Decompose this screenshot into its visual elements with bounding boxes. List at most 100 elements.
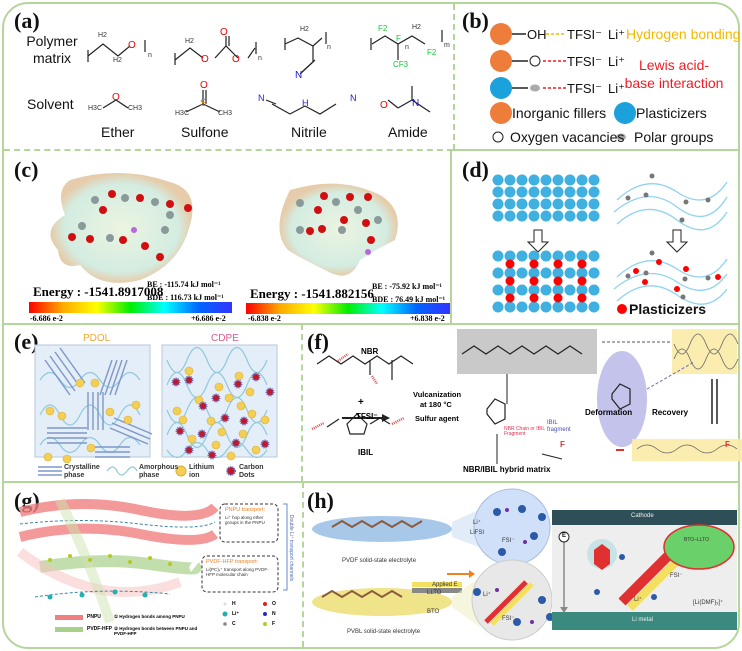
- energy-label: Energy : -1541.8917008: [33, 284, 164, 299]
- divider: [301, 324, 303, 482]
- electric-field-label: E: [562, 533, 567, 539]
- filler-particle: [504, 174, 516, 186]
- filler-particle: [516, 210, 528, 222]
- plasticizer-particle: [505, 293, 515, 303]
- plasticizer-legend-icon: [617, 304, 627, 314]
- cdpe-title: CDPE: [211, 333, 239, 344]
- legend-icons: [38, 465, 236, 477]
- atom: O: [220, 27, 228, 38]
- pvdf-transport-text: Li(PC)ₓ⁺ transport along PVDF-HFP molecu…: [206, 567, 269, 577]
- inorganic-filler-icon: [490, 50, 512, 72]
- force-label-right: F: [725, 440, 730, 449]
- scale-max-label: +6.838 e-2: [410, 314, 445, 323]
- lewis-acid-base-label: Lewis acid-base interaction: [624, 57, 724, 91]
- reaction-condition: at 180 °C: [420, 400, 452, 409]
- divider: [4, 149, 453, 151]
- nbr-ibil-schematic: [311, 329, 742, 464]
- filler-particle: [588, 267, 600, 279]
- atom: N: [258, 93, 265, 103]
- reaction-condition: Vulcanization: [413, 390, 462, 399]
- pvdf-transport-title: PVDF-HFP transport:: [206, 559, 259, 565]
- column-label-ether: Ether: [101, 124, 135, 140]
- panel-label: (c): [14, 157, 39, 182]
- electrolyte-schematic: [34, 344, 278, 477]
- hydrogen-bonding-label: Hydrogen bonding: [626, 26, 741, 42]
- nbr-label: NBR: [361, 347, 379, 356]
- legend-amorphous-phase: Amorphous phase: [139, 464, 179, 479]
- li-ion-label: Li⁺: [483, 592, 491, 598]
- atom: O: [128, 40, 136, 51]
- pvdf-disc: [312, 516, 452, 542]
- ibil-label: IBIL: [358, 448, 374, 457]
- filler-particle: [528, 186, 540, 198]
- cathode-layer: [552, 510, 737, 525]
- filler-particle: [504, 186, 516, 198]
- tfsi-label: TFSI⁻: [356, 412, 378, 421]
- filler-particle: [528, 301, 540, 313]
- atom: O: [201, 54, 209, 65]
- pvdf-zoom-circle: [473, 488, 551, 566]
- chemical-structures: [87, 30, 443, 115]
- scale-min-label: -6.838 e-2: [248, 314, 281, 323]
- plasticizer-schematic: [492, 173, 728, 314]
- electric-field-icon: [558, 531, 570, 543]
- panel-label: (f): [307, 329, 329, 354]
- atom-legend: O: [272, 601, 276, 607]
- bto-llto-interface: [663, 524, 735, 570]
- divider: [453, 149, 740, 151]
- reaction-condition: Sulfur agent: [415, 414, 459, 423]
- filler-particle: [552, 250, 564, 262]
- filler-particle: [564, 198, 576, 210]
- divider: [4, 481, 740, 483]
- filler-particle: [564, 250, 576, 262]
- atom: S: [200, 98, 207, 109]
- plasticizer-particle: [505, 259, 515, 269]
- filler-particle: [492, 186, 504, 198]
- atom: n: [405, 44, 409, 51]
- legend-plasticizers: Plasticizers: [629, 301, 707, 317]
- filler-particle: [504, 301, 516, 313]
- cation-label: Li⁺: [608, 27, 625, 42]
- legend-oxygen-vacancies: Oxygen vacancies: [510, 129, 625, 145]
- polar-group-icon: [530, 84, 540, 92]
- filler-particle: [588, 301, 600, 313]
- binding-energy-label: BE : -115.74 kJ mol⁻¹: [147, 280, 221, 289]
- column-label-sulfone: Sulfone: [181, 124, 229, 140]
- filler-particle: [576, 250, 588, 262]
- filler-particle: [504, 284, 516, 296]
- atom: F2: [378, 24, 388, 33]
- color-scale-bar: [246, 303, 450, 314]
- atom: CH3: [128, 105, 143, 112]
- plasticizer-particle: [529, 259, 539, 269]
- double-channel-label: Double Li⁺ transport channels: [288, 514, 295, 582]
- filler-particle: [576, 267, 588, 279]
- cation-label: Li⁺: [608, 54, 625, 69]
- filler-particle: [552, 284, 564, 296]
- anion-label: TFSI⁻: [567, 81, 603, 96]
- filler-particle: [492, 210, 504, 222]
- panel-label: (a): [14, 8, 40, 33]
- li-ion-label: Li⁺: [473, 520, 481, 526]
- atom: n: [258, 55, 262, 62]
- filler-particle: [504, 250, 516, 262]
- filler-particle: [552, 267, 564, 279]
- filler-particle: [528, 284, 540, 296]
- plasticizer-icon: [490, 77, 512, 99]
- filler-particle: [588, 198, 600, 210]
- filler-particle: [516, 301, 528, 313]
- filler-particle: [564, 174, 576, 186]
- plasticizer-particle: [577, 276, 587, 286]
- filler-particle: [552, 198, 564, 210]
- filler-particle: [492, 267, 504, 279]
- color-scale-bar: [29, 302, 232, 313]
- atom: H2: [98, 32, 107, 39]
- atom: O: [232, 54, 240, 65]
- atom: O: [380, 100, 388, 111]
- atom: O: [200, 80, 208, 91]
- filler-particle: [516, 198, 528, 210]
- filler-particle: [504, 210, 516, 222]
- pnpu-transport-title: PNPU transport:: [225, 507, 266, 513]
- anion-label: TFSI⁻: [567, 54, 603, 69]
- recovery-label: Recovery: [652, 408, 689, 417]
